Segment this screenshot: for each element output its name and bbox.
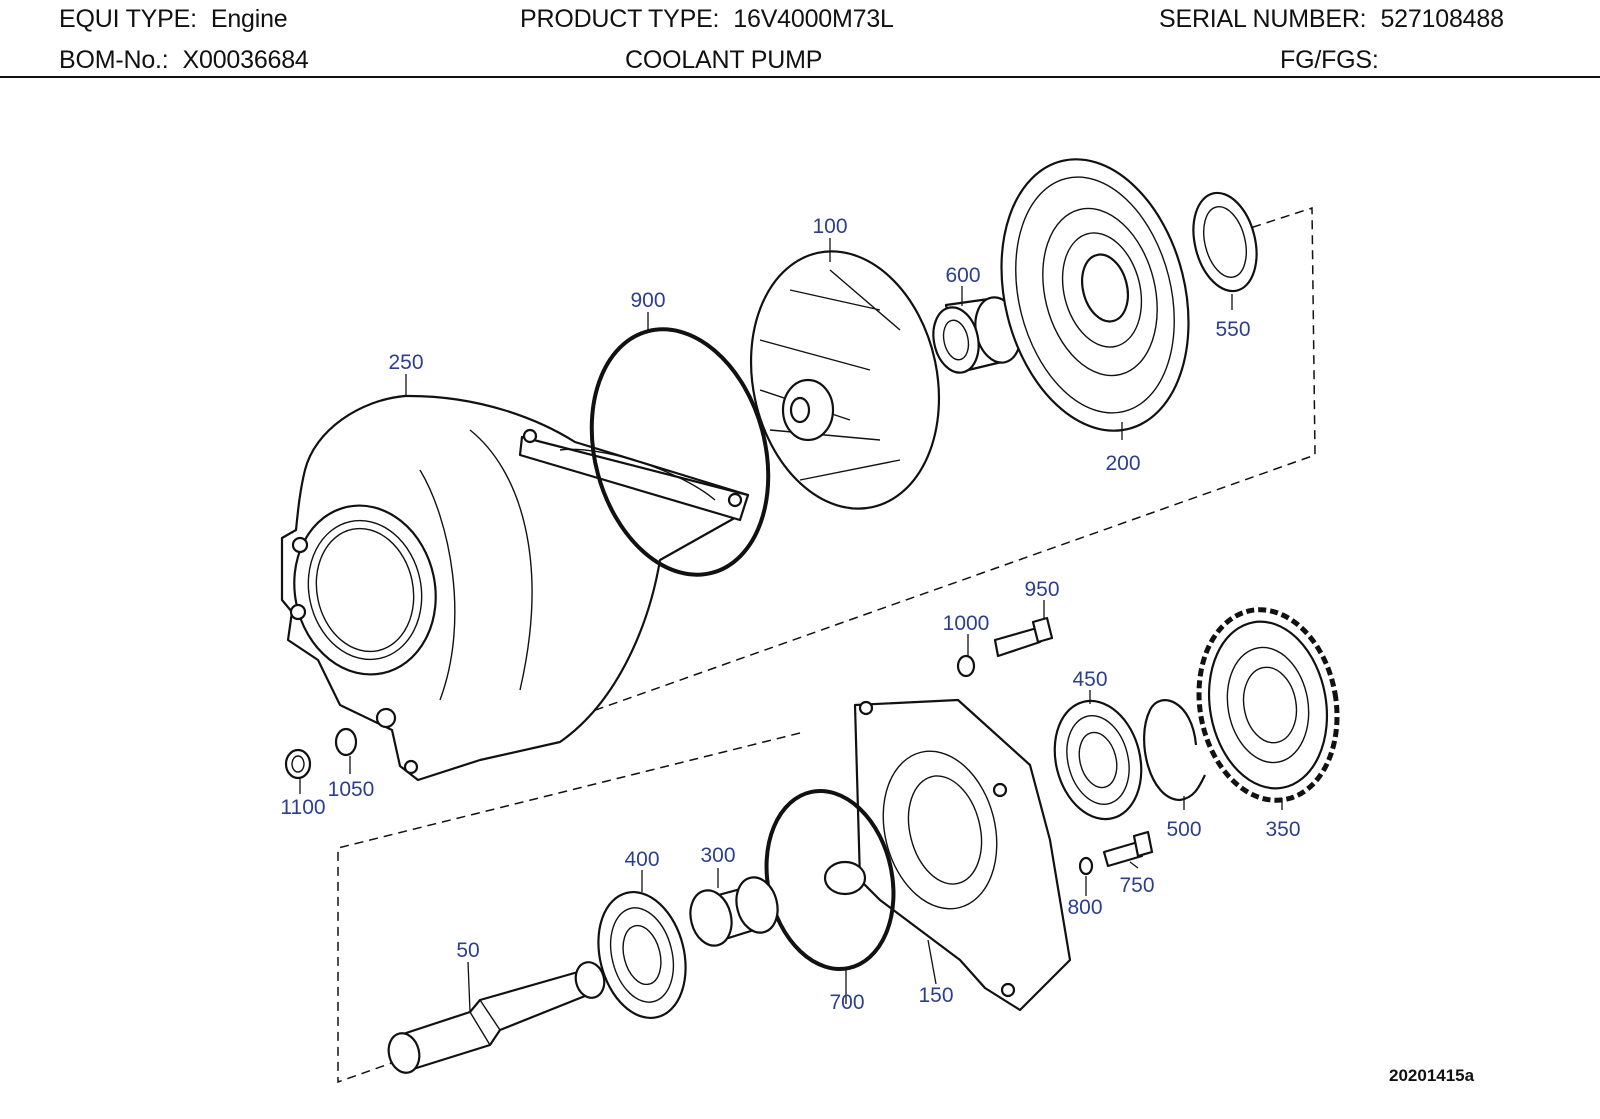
callout-750: 750 bbox=[1119, 874, 1154, 897]
part-550-shaft-seal[interactable] bbox=[1184, 186, 1266, 298]
callout-300: 300 bbox=[700, 844, 735, 867]
serial-number-value: 527108488 bbox=[1380, 5, 1504, 33]
callout-800: 800 bbox=[1067, 896, 1102, 919]
bolt-hole bbox=[403, 759, 419, 775]
product-type-value: 16V4000M73L bbox=[733, 5, 894, 33]
part-250-pump-housing[interactable] bbox=[279, 394, 750, 782]
callout-550: 550 bbox=[1215, 318, 1250, 341]
serial-number-label: SERIAL NUMBER: bbox=[1159, 5, 1367, 33]
callout-50: 50 bbox=[456, 939, 479, 962]
callout-600: 600 bbox=[945, 264, 980, 287]
callout-900: 900 bbox=[630, 289, 665, 312]
part-800-washer[interactable] bbox=[1078, 856, 1094, 876]
part-200-pump-cover[interactable] bbox=[974, 139, 1215, 450]
callout-1000: 1000 bbox=[943, 612, 990, 635]
part-50-pump-shaft[interactable] bbox=[385, 959, 608, 1076]
callout-450: 450 bbox=[1072, 668, 1107, 691]
product-type-label: PRODUCT TYPE: bbox=[520, 5, 720, 33]
callout-250: 250 bbox=[388, 351, 423, 374]
callout-500: 500 bbox=[1166, 818, 1201, 841]
callout-950: 950 bbox=[1024, 578, 1059, 601]
fg-fgs-label: FG/FGS: bbox=[1280, 46, 1379, 74]
serial-number: SERIAL NUMBER: 527108488 bbox=[1159, 5, 1504, 34]
guide-line-lower bbox=[337, 732, 801, 1084]
bom-no: BOM-No.: X00036684 bbox=[59, 46, 309, 75]
callout-100: 100 bbox=[812, 215, 847, 238]
bolt-hole bbox=[992, 782, 1008, 798]
part-400-ball-bearing[interactable] bbox=[586, 883, 698, 1028]
bolt-hole bbox=[291, 536, 309, 554]
callout-200: 200 bbox=[1105, 452, 1140, 475]
part-500-circlip[interactable] bbox=[1143, 699, 1206, 802]
bolt-hole bbox=[1000, 982, 1016, 998]
bom-no-value: X00036684 bbox=[182, 46, 309, 74]
assembly-title: COOLANT PUMP bbox=[625, 46, 823, 74]
callout-400: 400 bbox=[624, 848, 659, 871]
part-150-bearing-housing[interactable] bbox=[823, 698, 1072, 1012]
equi-type-value: Engine bbox=[210, 5, 288, 33]
header: EQUI TYPE: Engine PRODUCT TYPE: 16V4000M73… bbox=[0, 0, 1600, 80]
part-750-bolt[interactable] bbox=[1102, 830, 1154, 868]
callout-1050: 1050 bbox=[328, 778, 375, 801]
bolt-hole bbox=[289, 603, 307, 621]
bolt-hole bbox=[375, 707, 397, 729]
bolt-hole bbox=[858, 700, 874, 716]
callout-350: 350 bbox=[1265, 818, 1300, 841]
header-rule bbox=[0, 76, 1600, 78]
part-1050-seal-ring[interactable] bbox=[334, 727, 358, 757]
callout-150: 150 bbox=[918, 984, 953, 1007]
part-950-bolt[interactable] bbox=[993, 616, 1054, 658]
bom-no-label: BOM-No.: bbox=[59, 46, 169, 74]
part-450-ball-bearing[interactable] bbox=[1043, 692, 1154, 829]
equi-type: EQUI TYPE: Engine bbox=[59, 5, 288, 34]
part-1000-washer[interactable] bbox=[956, 654, 976, 678]
mounting-lug bbox=[823, 860, 867, 896]
part-900-o-ring[interactable] bbox=[566, 309, 795, 594]
product-type: PRODUCT TYPE: 16V4000M73L bbox=[520, 5, 894, 34]
fg-fgs: FG/FGS: bbox=[1280, 46, 1393, 75]
drawing-id: 20201415a bbox=[1389, 1066, 1475, 1085]
part-300-spacer-sleeve[interactable] bbox=[685, 873, 783, 950]
assembly-guide-lines bbox=[337, 206, 1316, 1084]
callout-700: 700 bbox=[829, 991, 864, 1014]
part-350-drive-gear[interactable] bbox=[1184, 599, 1351, 812]
bolt-hole bbox=[727, 492, 743, 508]
part-100-impeller[interactable] bbox=[728, 234, 962, 527]
callout-labels: 250 900 100 600 550 200 950 1000 450 500… bbox=[280, 215, 1300, 1014]
part-1100-screw-plug[interactable] bbox=[284, 748, 312, 780]
guide-line-upper bbox=[417, 206, 1316, 774]
equi-type-label: EQUI TYPE: bbox=[59, 5, 197, 33]
leader-lines bbox=[299, 238, 1283, 1013]
bolt-hole bbox=[522, 428, 538, 444]
callout-1100: 1100 bbox=[280, 796, 325, 819]
